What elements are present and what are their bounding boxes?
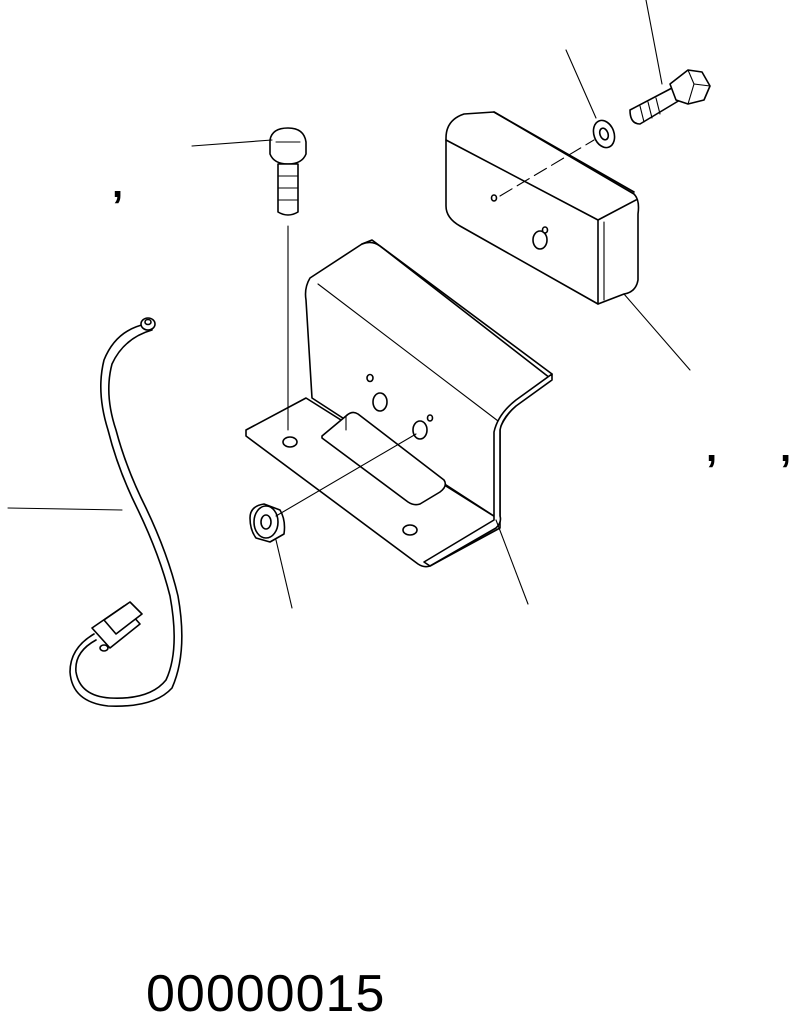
electrical-box: [445, 111, 640, 305]
hex-bolt-right: [629, 69, 711, 125]
wire-harness: [69, 317, 183, 707]
drawing-number: 00000015: [146, 965, 386, 1023]
callout-separator-left: ,: [112, 162, 124, 206]
callout-separator-right-1: ,: [706, 426, 718, 470]
flat-washer: [592, 119, 616, 149]
hex-nut: [249, 503, 286, 543]
leader-lines: [7, 0, 691, 609]
mounting-bracket: [245, 239, 553, 568]
callout-separator-right-2: ,: [780, 426, 792, 470]
hex-bolt-vertical: [269, 127, 307, 216]
